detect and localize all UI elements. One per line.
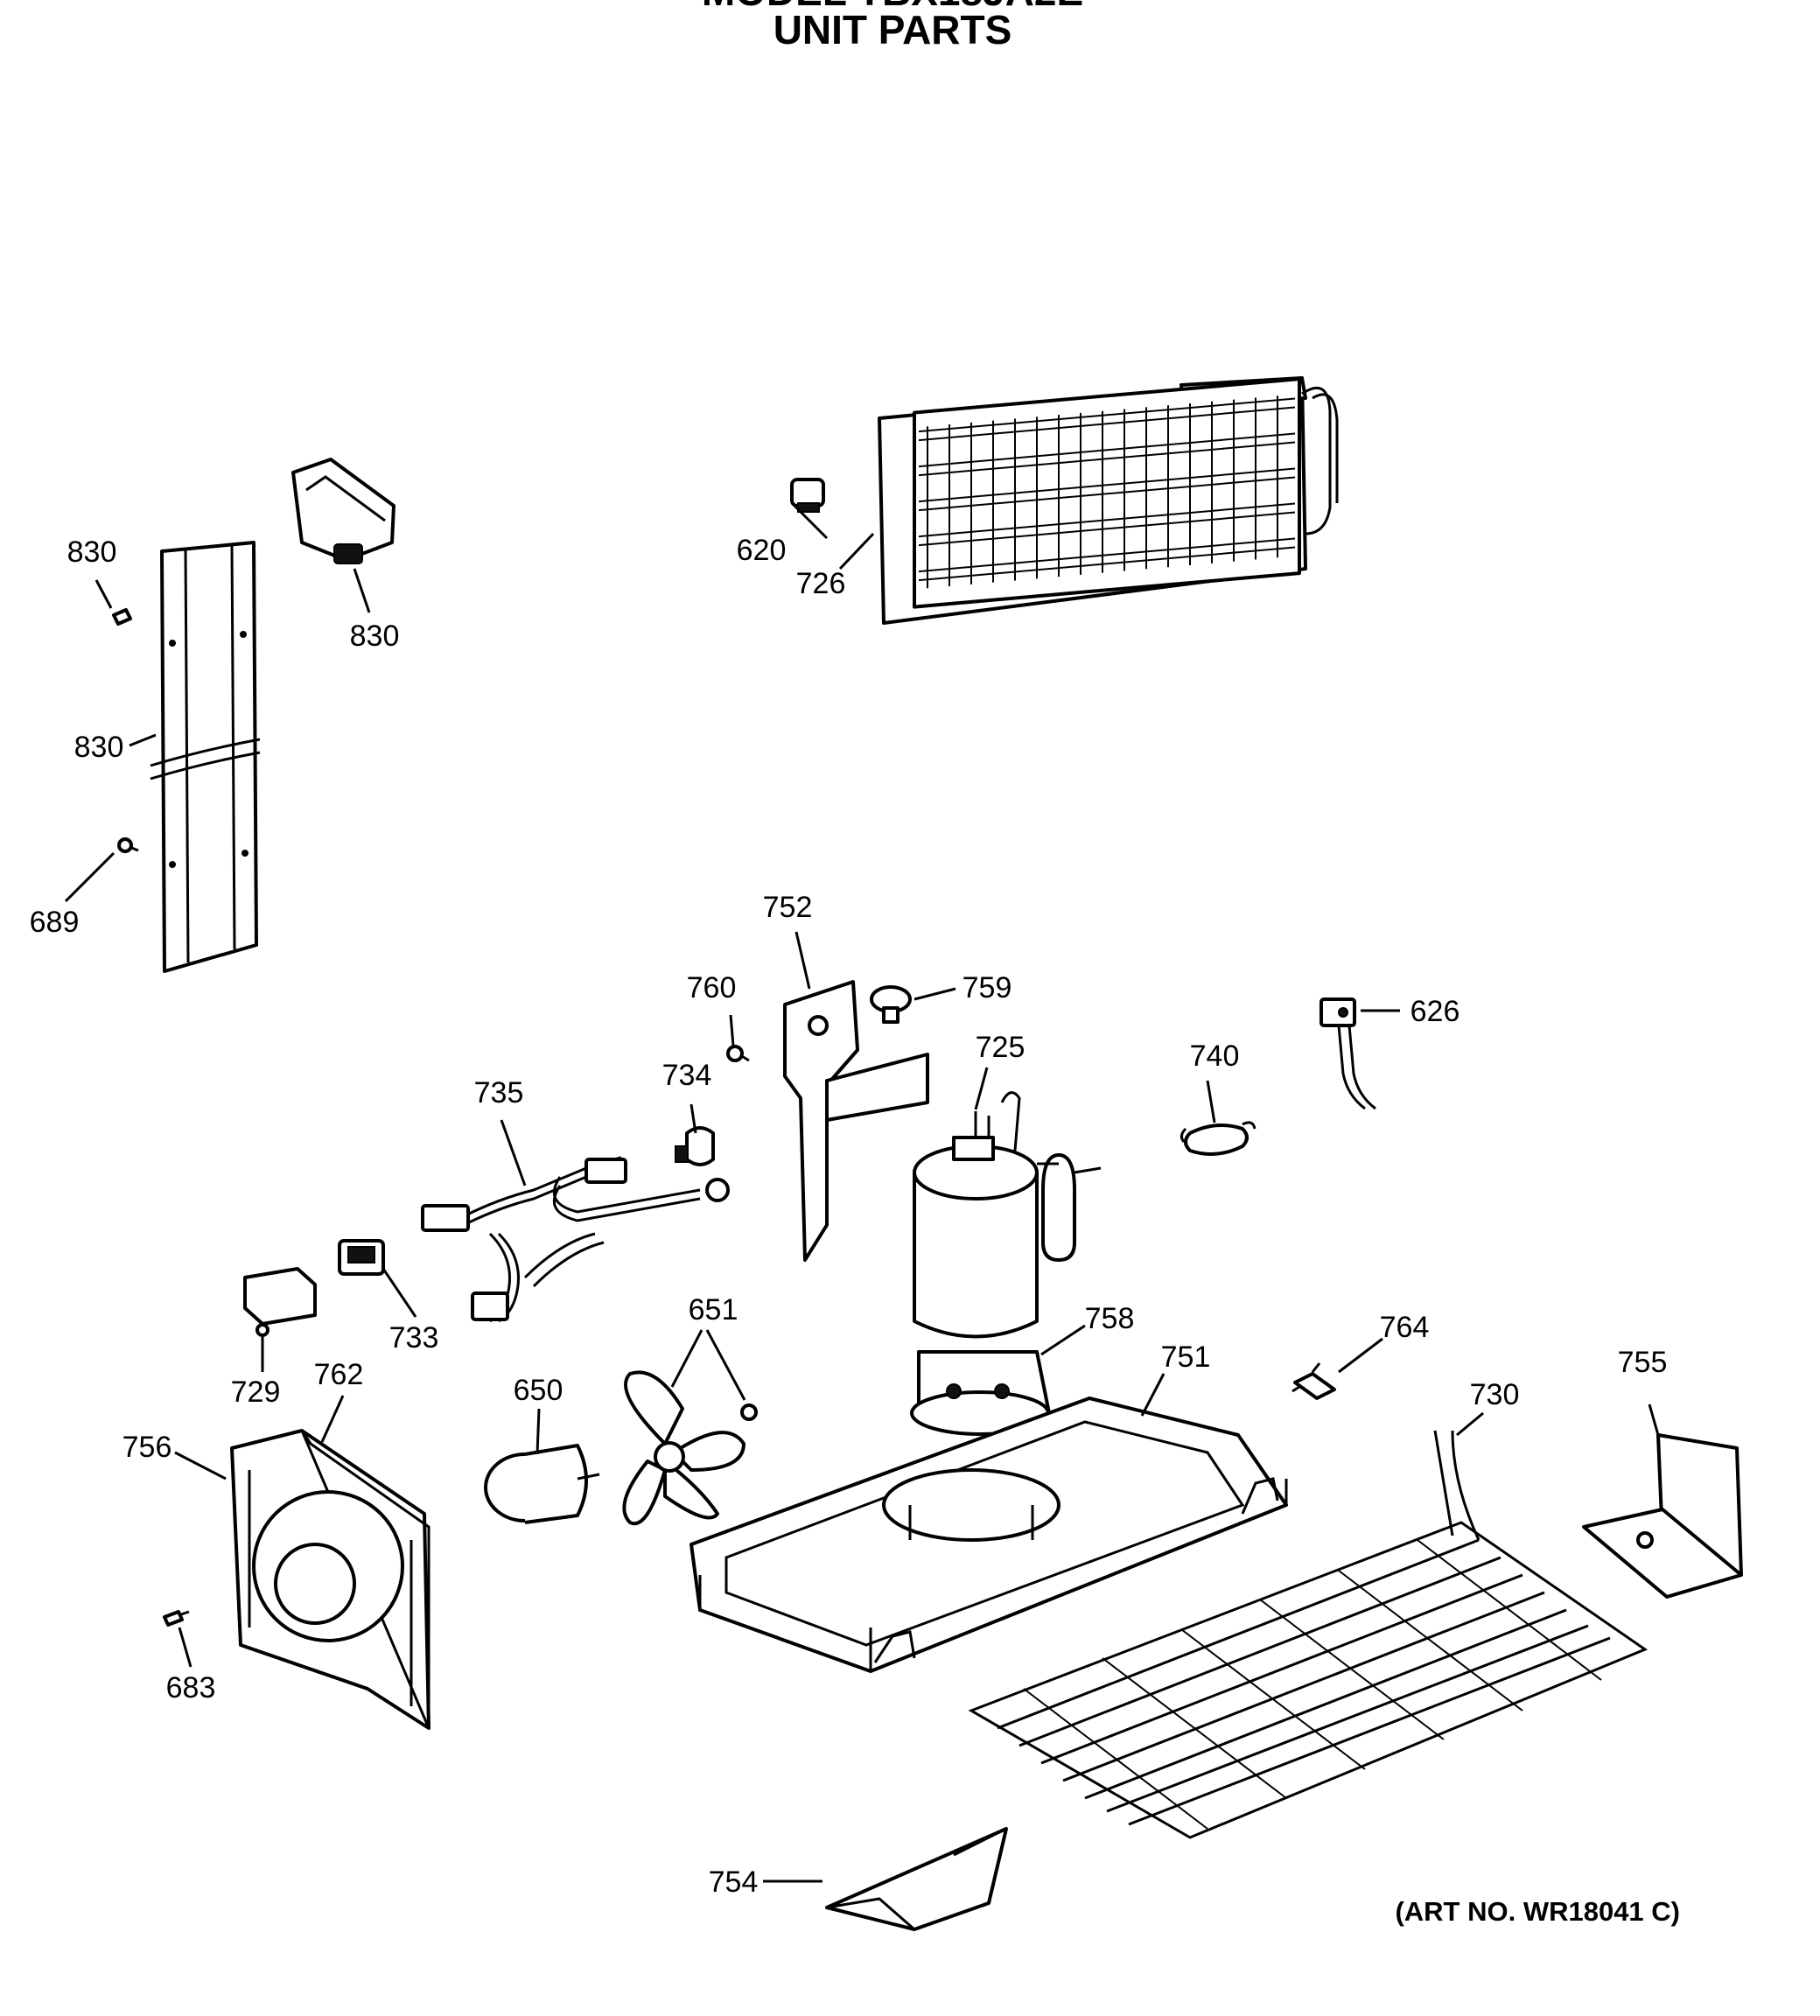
- callout-830-screw: 830: [67, 536, 117, 569]
- bracket-755: [1582, 1433, 1743, 1599]
- callout-651: 651: [689, 1293, 738, 1326]
- cover-830: [291, 458, 396, 564]
- callout-830-rail: 830: [74, 731, 124, 764]
- model-heading-partial: MODEL TBX18JA2E: [702, 0, 1083, 14]
- callout-725: 725: [976, 1031, 1026, 1064]
- callout-759: 759: [962, 971, 1012, 1004]
- part-626: [1320, 998, 1376, 1110]
- screw-830: [112, 608, 132, 626]
- screw-760: [726, 1045, 750, 1062]
- callout-751: 751: [1161, 1340, 1211, 1374]
- callout-650: 650: [514, 1374, 564, 1407]
- evaporator-coil-726: [878, 376, 1339, 625]
- callout-735: 735: [474, 1076, 524, 1110]
- callout-726: 726: [796, 567, 846, 600]
- callout-734: 734: [662, 1059, 712, 1092]
- fan-shroud-756: [230, 1429, 430, 1730]
- callout-620: 620: [737, 534, 787, 567]
- callout-740: 740: [1190, 1040, 1240, 1073]
- screw-689: [117, 837, 139, 853]
- callout-labels: 830 830 830 689 620 726 752 760 759 626 …: [30, 534, 1668, 1899]
- art-number: (ART NO. WR18041 C): [1395, 1896, 1680, 1927]
- page-title: UNIT PARTS: [774, 7, 1012, 52]
- screw-683: [163, 1610, 190, 1627]
- callout-683: 683: [166, 1671, 216, 1704]
- callout-689: 689: [30, 906, 80, 939]
- callout-758: 758: [1085, 1302, 1135, 1335]
- callout-760: 760: [687, 971, 737, 1004]
- mount-758: [910, 1350, 1052, 1436]
- callout-764: 764: [1380, 1311, 1430, 1344]
- callout-626: 626: [1410, 995, 1460, 1028]
- rail-830: [150, 541, 261, 973]
- nut-651: [740, 1404, 758, 1421]
- wire-harness-735: [421, 1156, 730, 1323]
- capacitor-729: [243, 1267, 317, 1337]
- callout-762: 762: [314, 1358, 364, 1391]
- callout-755: 755: [1618, 1346, 1668, 1379]
- bracket-752: [783, 980, 929, 1262]
- drain-pan-754: [825, 1827, 1008, 1931]
- callout-830-cover: 830: [350, 620, 400, 653]
- fan-blade-651: [622, 1370, 746, 1526]
- callout-754: 754: [709, 1866, 759, 1899]
- condenser-730: [968, 1430, 1648, 1839]
- callout-733: 733: [389, 1321, 439, 1354]
- callout-756: 756: [122, 1431, 172, 1464]
- callout-729: 729: [231, 1376, 281, 1409]
- base-tray-751: [690, 1396, 1288, 1673]
- clip-764: [1292, 1362, 1336, 1400]
- callout-730: 730: [1470, 1378, 1520, 1411]
- compressor-725: [913, 1091, 1102, 1339]
- leader-lines: [64, 504, 1660, 1883]
- callout-752: 752: [763, 891, 813, 924]
- part-734: [675, 1126, 715, 1166]
- part-740: [1180, 1121, 1256, 1156]
- grommet-759: [870, 985, 912, 1024]
- relay-733: [338, 1239, 385, 1276]
- fan-motor-650: [484, 1444, 600, 1524]
